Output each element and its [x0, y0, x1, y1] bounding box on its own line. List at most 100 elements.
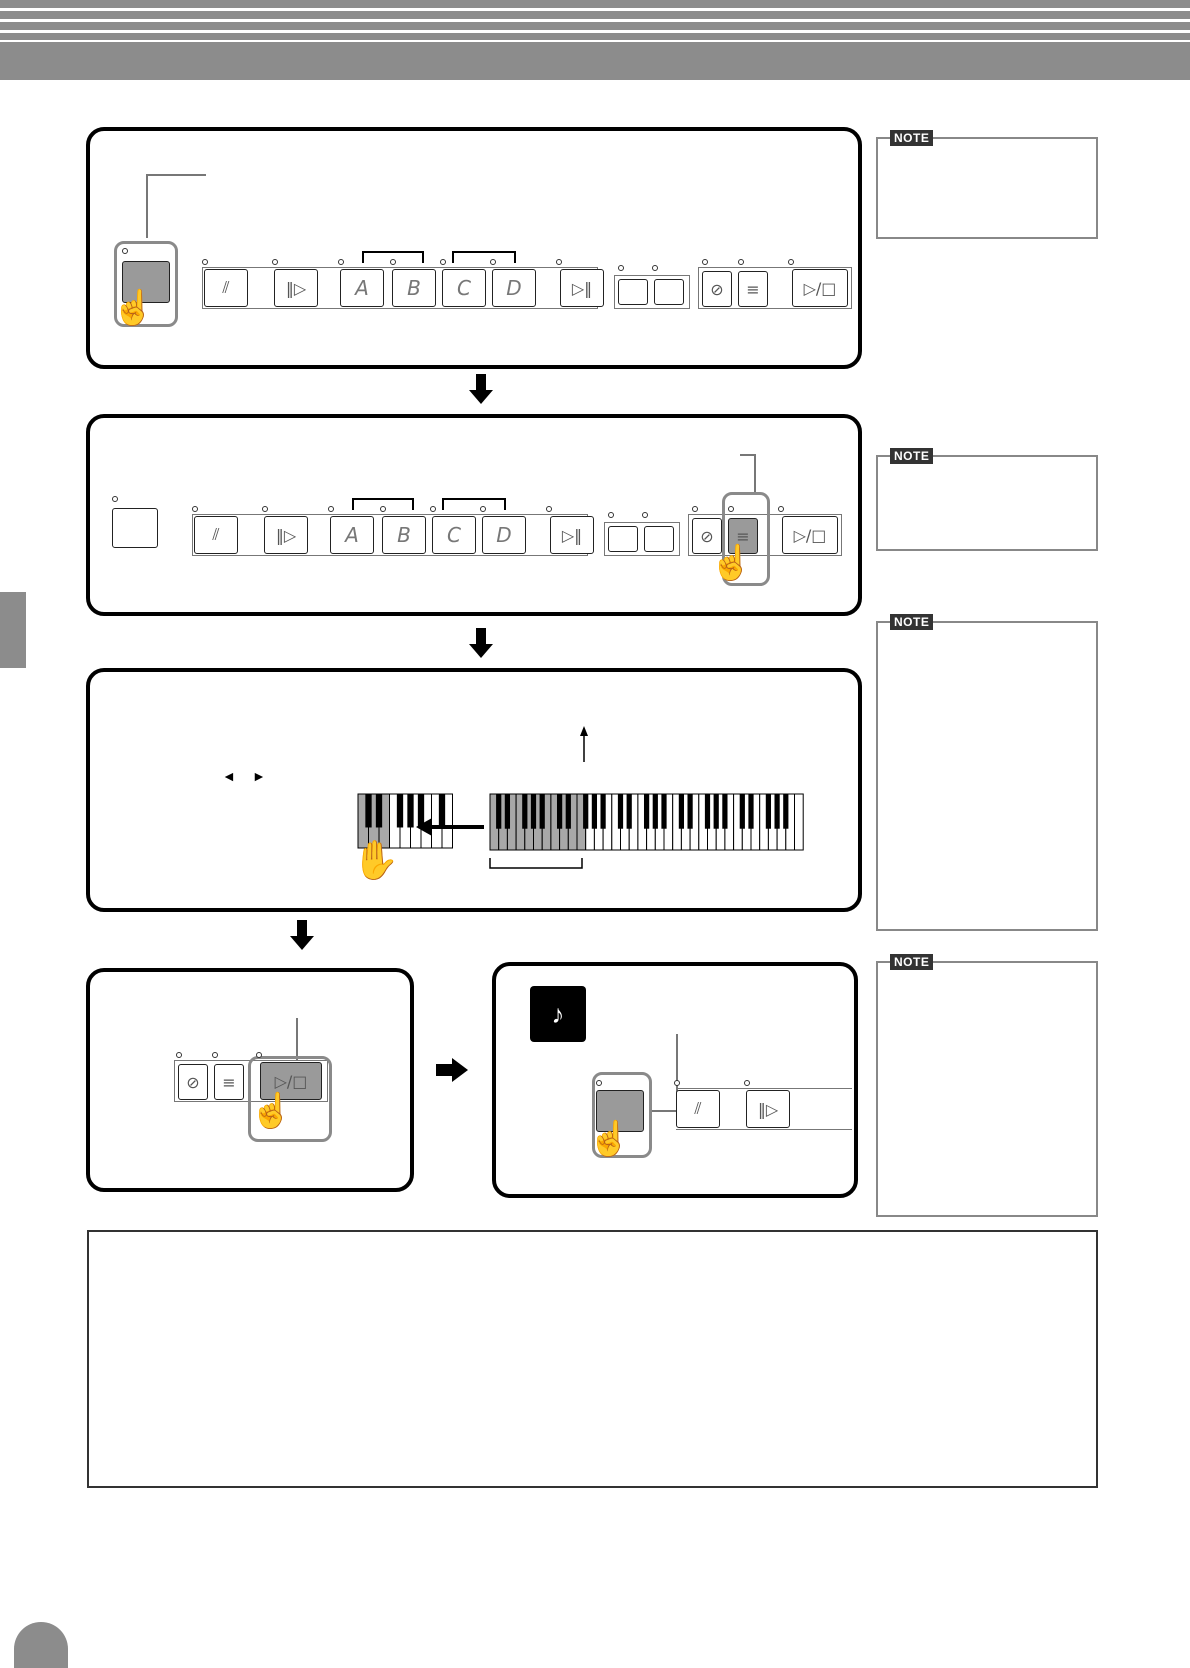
main-a-button[interactable]: A	[330, 516, 374, 554]
small-keyboard	[357, 793, 453, 849]
led-indicator	[738, 259, 744, 265]
note-icon: NOTE	[890, 954, 934, 970]
sync-stop-button[interactable]: ⫽	[204, 269, 248, 307]
black-key	[678, 794, 685, 829]
highlight-frame	[592, 1072, 652, 1158]
finger-press-icon: ☝	[250, 1092, 293, 1130]
start-stop-button[interactable]: ▷/□	[782, 516, 838, 554]
black-key	[600, 794, 606, 829]
led-indicator	[480, 506, 486, 512]
main-d-button[interactable]: D	[492, 269, 536, 307]
arrow-down-icon	[469, 644, 493, 658]
led-indicator	[430, 506, 436, 512]
split-point-arrowhead	[580, 726, 588, 736]
note-box: NOTE	[876, 130, 1098, 239]
sync-stop-button[interactable]: ⫽	[194, 516, 238, 554]
bracket	[452, 251, 516, 263]
black-key	[643, 794, 650, 829]
synchro-stop-button[interactable]: ⊘	[692, 518, 722, 554]
black-key	[783, 794, 789, 829]
led-indicator	[262, 506, 268, 512]
black-key	[748, 794, 754, 829]
bracket	[362, 251, 424, 263]
ending-button[interactable]: ▷‖	[560, 269, 604, 307]
chapter-side-tab	[0, 592, 26, 668]
step-3-box: ◄ ► ✋	[86, 668, 862, 912]
main-keyboard	[489, 793, 804, 851]
sync-stop-button[interactable]: ⫽	[676, 1090, 720, 1128]
led-indicator	[642, 512, 648, 518]
synchro-stop-button[interactable]: ⊘	[702, 271, 732, 307]
main-c-button[interactable]: C	[432, 516, 476, 554]
acmp-button[interactable]	[122, 261, 170, 303]
synchro-start-button[interactable]: ≡	[728, 518, 758, 554]
main-b-button[interactable]: B	[392, 269, 436, 307]
arrow-left-icon	[416, 818, 432, 836]
led-indicator	[556, 259, 562, 265]
arrow-down-icon	[297, 920, 307, 936]
note-icon: NOTE	[890, 614, 934, 630]
led-indicator	[490, 259, 496, 265]
synchro-start-button[interactable]: ≡	[214, 1064, 244, 1100]
led-indicator	[212, 1052, 218, 1058]
start-stop-button[interactable]: ▷/□	[260, 1062, 322, 1100]
finger-press-icon: ☝	[112, 289, 155, 327]
black-key	[774, 794, 780, 829]
button-strip	[676, 1088, 852, 1130]
led-indicator	[778, 506, 784, 512]
main-b-button[interactable]: B	[382, 516, 426, 554]
black-key	[365, 794, 372, 828]
ending-button[interactable]: ▷‖	[550, 516, 594, 554]
led-indicator	[272, 259, 278, 265]
small-button[interactable]	[618, 279, 648, 305]
led-indicator	[596, 1080, 602, 1086]
black-key	[375, 794, 383, 828]
acmp-button[interactable]	[596, 1090, 644, 1132]
small-button[interactable]	[644, 526, 674, 552]
highlight-frame	[114, 241, 178, 327]
main-c-button[interactable]: C	[442, 269, 486, 307]
black-key	[722, 794, 728, 829]
callout-line	[740, 454, 756, 456]
black-key	[496, 794, 502, 829]
black-key	[417, 794, 425, 828]
black-key	[661, 794, 667, 829]
black-key	[539, 794, 545, 829]
led-indicator	[112, 496, 118, 502]
intro-button[interactable]: ‖▷	[274, 269, 318, 307]
black-key	[530, 794, 537, 829]
synchro-start-button[interactable]: ≡	[738, 271, 768, 307]
header-rule	[0, 30, 1190, 33]
finger-press-icon: ☝	[710, 544, 753, 582]
black-key	[396, 794, 404, 828]
header-rule	[0, 40, 1190, 42]
page-number-tab	[14, 1622, 68, 1668]
header-rule	[0, 8, 1190, 11]
intro-button[interactable]: ‖▷	[264, 516, 308, 554]
synchro-stop-button[interactable]: ⊘	[178, 1064, 208, 1100]
left-arrow-icon: ◄	[222, 768, 236, 784]
acmp-button[interactable]	[112, 508, 158, 548]
small-button[interactable]	[654, 279, 684, 305]
arrow-right-icon	[452, 1058, 468, 1082]
arrow-down-icon	[476, 374, 486, 390]
callout-line	[676, 1034, 678, 1110]
small-button[interactable]	[608, 526, 638, 552]
intro-button[interactable]: ‖▷	[746, 1090, 790, 1128]
black-key	[565, 794, 571, 829]
white-key	[794, 793, 804, 851]
led-indicator	[652, 265, 658, 271]
led-indicator	[608, 512, 614, 518]
led-indicator	[380, 506, 386, 512]
callout-line	[146, 174, 148, 238]
led-indicator	[176, 1052, 182, 1058]
led-indicator	[338, 259, 344, 265]
step-2-box: ⫽ ‖▷ A B C D ▷‖ ⊘ ≡ ☝ ▷/□	[86, 414, 862, 616]
black-key	[617, 794, 624, 829]
main-a-button[interactable]: A	[340, 269, 384, 307]
right-arrow-icon: ►	[252, 768, 266, 784]
black-key	[504, 794, 511, 829]
main-d-button[interactable]: D	[482, 516, 526, 554]
step-1-box: ☝ ⫽ ‖▷ A B C D ▷‖ ⊘ ≡ ▷/□	[86, 127, 862, 369]
start-stop-button[interactable]: ▷/□	[792, 269, 848, 307]
